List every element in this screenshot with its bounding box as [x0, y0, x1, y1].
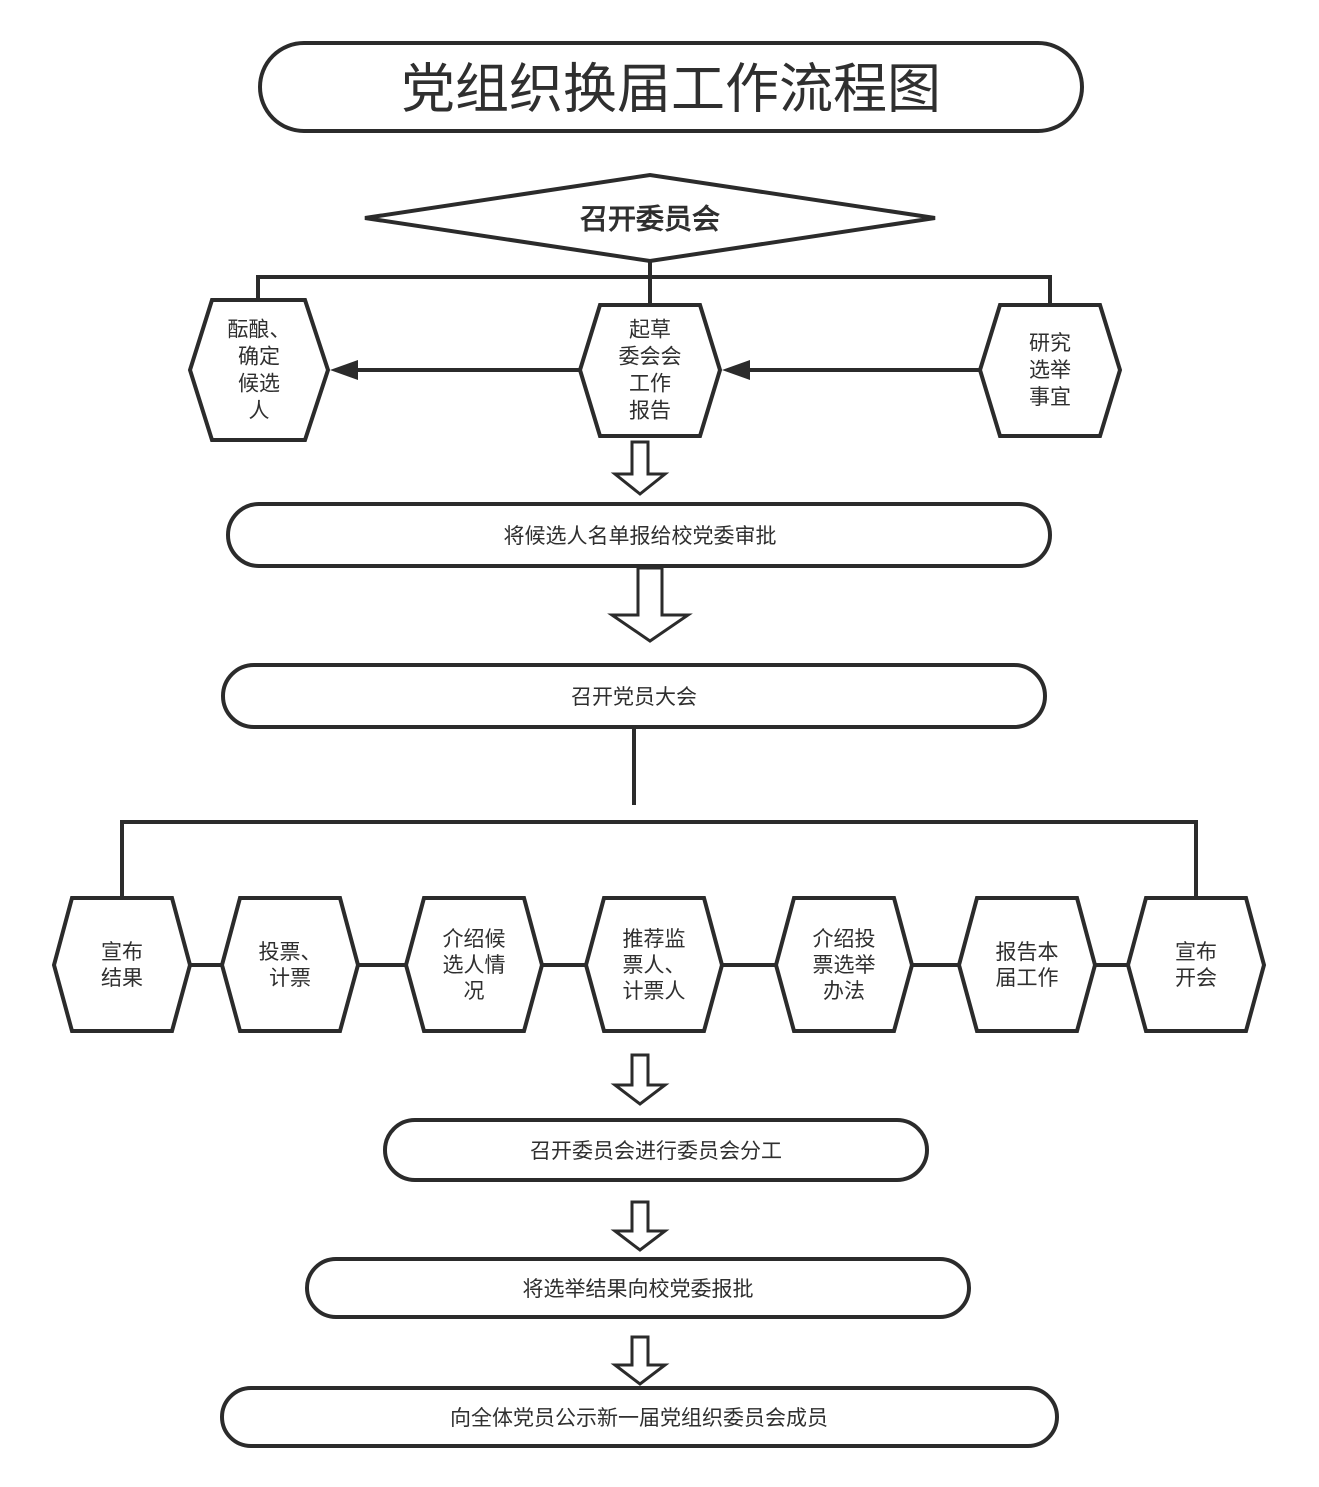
assembly-hex-introduce-method-label: 介绍投票选举办法 — [813, 927, 876, 1003]
assembly-hex-report-work — [956, 896, 1098, 1033]
hex-label-line: 报告本 — [996, 940, 1059, 964]
top-hex-left — [187, 298, 331, 442]
hex-label-line: 选人情 — [443, 953, 506, 977]
assembly-hex-announce-result — [51, 896, 193, 1033]
hex-label-line: 办法 — [823, 979, 865, 1003]
step-approval-label: 将候选人名单报给校党委审批 — [504, 524, 777, 548]
step-assembly-label: 召开党员大会 — [571, 685, 697, 709]
hex-label-line: 计票人 — [623, 979, 686, 1003]
assembly-hex-vote-count — [219, 896, 361, 1033]
assembly-hex-report-work-label: 报告本届工作 — [996, 940, 1059, 990]
down-arrow-icon — [610, 1200, 670, 1252]
start-label: 召开委员会 — [580, 203, 720, 236]
hex-label-line: 研究 — [1029, 331, 1071, 355]
hex-label-line: 工作 — [629, 372, 671, 396]
hex-label-line: 委会会 — [619, 345, 682, 369]
assembly-hex-announce-open-label: 宣布开会 — [1175, 940, 1217, 990]
hex-label-line: 投票、 — [259, 940, 322, 964]
arrowhead-center-icon — [722, 360, 750, 380]
assembly-hex-announce-result-label: 宣布结果 — [101, 940, 143, 990]
step-division — [383, 1118, 929, 1182]
top-hex-center-label: 起草委会会工作报告 — [619, 318, 682, 423]
hex-label-line: 况 — [464, 979, 485, 1003]
hex-label-line: 确定 — [238, 345, 280, 369]
title-box — [258, 41, 1084, 133]
hex-label-line: 票人、 — [623, 953, 686, 977]
hex-label-line: 选举 — [1029, 358, 1071, 382]
start-diamond — [364, 172, 936, 264]
hex-label-line: 宣布 — [101, 940, 143, 964]
diamond-branch-lines — [256, 261, 1052, 303]
step-report — [305, 1257, 971, 1319]
hex-label-line: 推荐监 — [623, 927, 686, 951]
assembly-hex-recommend-scrutineers-label: 推荐监票人、计票人 — [623, 927, 686, 1003]
hex-label-line: 届工作 — [996, 966, 1059, 990]
hex-label-line: 起草 — [629, 318, 671, 342]
hex-label-line: 候选 — [238, 372, 280, 396]
hex-label-line: 事宜 — [1029, 385, 1071, 409]
assembly-hex-introduce-method — [773, 896, 915, 1033]
hex-label-line: 结果 — [101, 966, 143, 990]
top-hex-right-label: 研究选举事宜 — [1029, 331, 1071, 409]
hex-label-line: 宣布 — [1175, 940, 1217, 964]
step-publicize-label: 向全体党员公示新一届党组织委员会成员 — [450, 1406, 828, 1430]
hex-label-line: 介绍候 — [443, 927, 506, 951]
hex-label-line: 开会 — [1175, 966, 1217, 990]
title: 党组织换届工作流程图 — [401, 58, 941, 121]
hex-label-line: 报告 — [629, 399, 671, 423]
down-arrow-icon — [607, 566, 693, 643]
assembly-hex-introduce-candidates-label: 介绍候选人情况 — [443, 927, 506, 1003]
assembly-hex-vote-count-label: 投票、计票 — [259, 940, 322, 990]
assembly-hex-recommend-scrutineers — [583, 896, 725, 1033]
step-publicize — [220, 1386, 1059, 1448]
step-report-label: 将选举结果向校党委报批 — [523, 1277, 754, 1301]
assembly-hex-introduce-candidates — [403, 896, 545, 1033]
step-division-label: 召开委员会进行委员会分工 — [530, 1139, 782, 1163]
hex-label-line: 票选举 — [813, 953, 876, 977]
assembly-hex-announce-open — [1125, 896, 1267, 1033]
down-arrow-icon — [610, 1335, 670, 1386]
step-approval — [226, 502, 1052, 568]
down-arrow-icon — [610, 440, 670, 496]
assembly-branch-lines — [120, 727, 1198, 897]
top-hex-left-label: 酝酿、确定候选人 — [228, 318, 291, 423]
down-arrow-icon — [610, 1053, 670, 1106]
arrowhead-left-icon — [330, 360, 358, 380]
hex-label-line: 介绍投 — [813, 927, 876, 951]
hex-label-line: 人 — [249, 399, 270, 423]
hex-label-line: 计票 — [269, 966, 311, 990]
hex-label-line: 酝酿、 — [228, 318, 291, 342]
